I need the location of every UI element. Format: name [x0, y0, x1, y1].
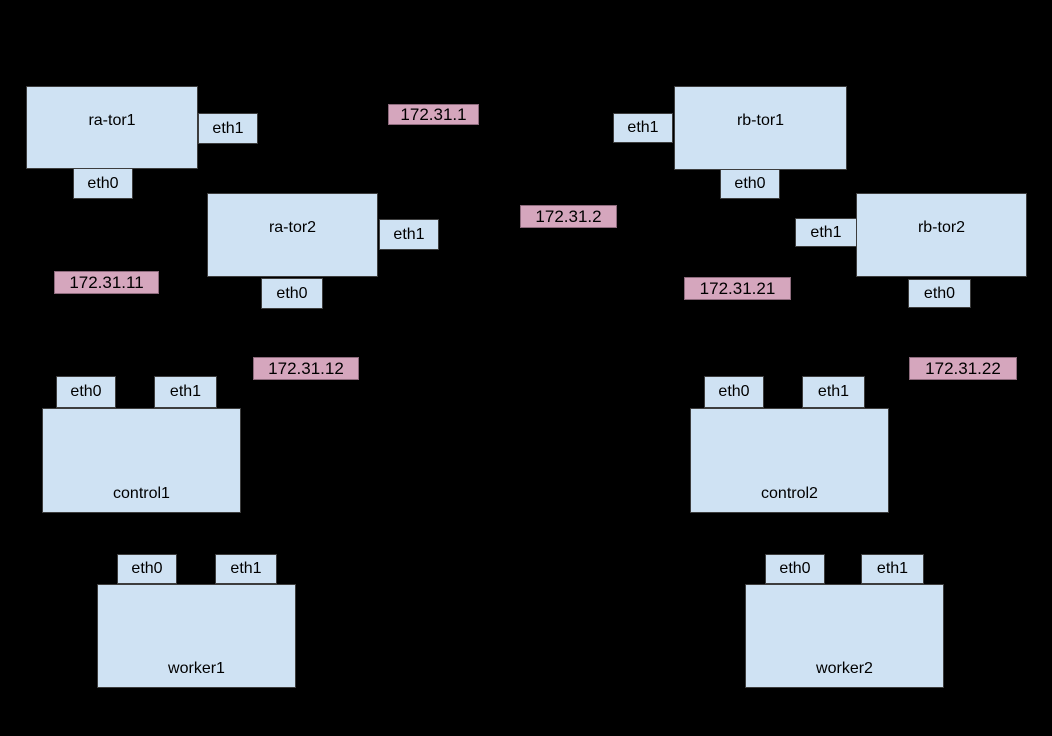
node-label-control1: control1: [113, 485, 170, 502]
node-label-worker1: worker1: [168, 660, 225, 677]
node-worker1: worker1: [97, 584, 296, 688]
ip-label-172.31.22: 172.31.22: [909, 357, 1017, 380]
port-control1-eth0: eth0: [56, 376, 116, 408]
node-ra-tor2: ra-tor2: [207, 193, 378, 277]
port-rb-tor2-eth1: eth1: [795, 218, 857, 247]
port-rb-tor2-eth0: eth0: [908, 279, 971, 308]
port-ra-tor1-eth0: eth0: [73, 168, 133, 199]
port-control2-eth1: eth1: [802, 376, 865, 408]
port-worker2-eth1: eth1: [861, 554, 924, 584]
node-ra-tor1: ra-tor1: [26, 86, 198, 169]
node-control1: control1: [42, 408, 241, 513]
node-label-rb-tor1: rb-tor1: [736, 112, 785, 129]
port-ra-tor2-eth1: eth1: [379, 219, 439, 250]
port-ra-tor1-eth1: eth1: [198, 113, 258, 144]
node-label-ra-tor1: ra-tor1: [88, 112, 136, 129]
node-label-worker2: worker2: [816, 660, 873, 677]
node-label-rb-tor2: rb-tor2: [917, 219, 966, 236]
ip-label-172.31.11: 172.31.11: [54, 271, 159, 294]
node-rb-tor2: rb-tor2: [856, 193, 1027, 277]
ip-label-172.31.2: 172.31.2: [520, 205, 617, 228]
node-control2: control2: [690, 408, 889, 513]
ip-label-172.31.21: 172.31.21: [684, 277, 791, 300]
node-label-ra-tor2: ra-tor2: [268, 219, 317, 236]
port-control2-eth0: eth0: [704, 376, 764, 408]
port-control1-eth1: eth1: [154, 376, 217, 408]
port-rb-tor1-eth0: eth0: [720, 169, 780, 199]
ip-label-172.31.1: 172.31.1: [388, 104, 479, 125]
node-rb-tor1: rb-tor1: [674, 86, 847, 170]
node-label-control2: control2: [761, 485, 818, 502]
port-ra-tor2-eth0: eth0: [261, 278, 323, 309]
ip-label-172.31.12: 172.31.12: [253, 357, 359, 380]
node-worker2: worker2: [745, 584, 944, 688]
port-rb-tor1-eth1: eth1: [613, 113, 673, 143]
port-worker1-eth0: eth0: [117, 554, 177, 584]
port-worker2-eth0: eth0: [765, 554, 825, 584]
port-worker1-eth1: eth1: [215, 554, 277, 584]
